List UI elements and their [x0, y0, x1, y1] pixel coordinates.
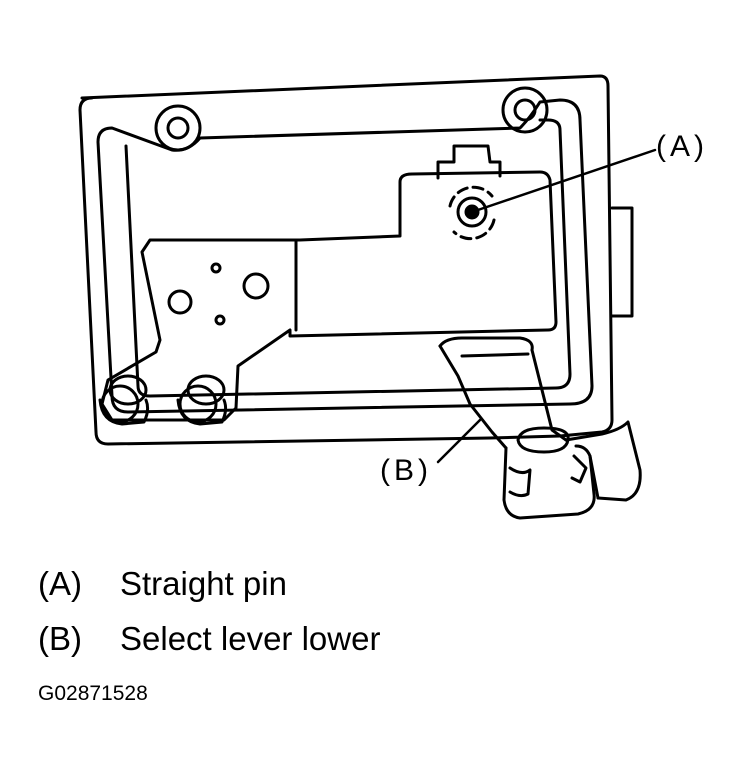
- bolt-right: [176, 374, 228, 426]
- housing-outer-edge: [78, 74, 614, 446]
- bracket-hole-large-2: [242, 272, 270, 300]
- top-right-boss: [501, 86, 549, 134]
- legend-row-straight-pin: (A) Straight pin: [38, 564, 287, 604]
- legend-row-select-lever-lower: (B) Select lever lower: [38, 619, 380, 659]
- gasket-groove-inner: [124, 118, 572, 398]
- bolt-left: [98, 374, 150, 426]
- callout-label-a: (A): [656, 130, 708, 163]
- figure-code: G02871528: [38, 682, 148, 705]
- leader-line-a: [470, 148, 657, 214]
- leader-line-b: [436, 418, 482, 464]
- callout-label-b: (B): [380, 454, 432, 487]
- legend-key: (A): [38, 565, 82, 602]
- bracket-hole-small-2: [214, 314, 226, 326]
- legend-text: Select lever lower: [120, 620, 381, 657]
- bracket-hole-large-1: [167, 289, 193, 315]
- housing-side-tab: [610, 206, 634, 318]
- top-left-boss: [154, 104, 202, 152]
- gasket-groove-outer: [96, 98, 594, 414]
- straight-pin: [448, 185, 496, 241]
- bracket-hole-small-1: [210, 262, 222, 274]
- pin-boss: [436, 144, 502, 180]
- transmission-cover-diagram: [78, 74, 657, 520]
- legend-text: Straight pin: [120, 565, 287, 602]
- legend-key: (B): [38, 620, 82, 657]
- select-lever-lower: [438, 336, 642, 520]
